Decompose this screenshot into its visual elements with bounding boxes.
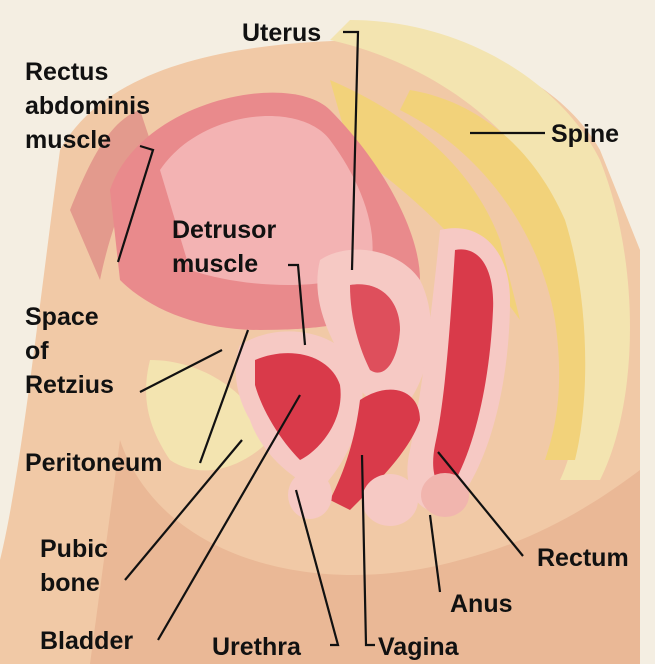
label-rectus-abdominis-muscle: Rectus abdominis muscle [25, 55, 150, 157]
urethral-bulge [288, 471, 332, 519]
label-pubic-bone: Pubic bone [40, 532, 108, 600]
label-vagina: Vagina [378, 630, 459, 664]
label-spine: Spine [551, 117, 619, 151]
label-peritoneum: Peritoneum [25, 446, 163, 480]
label-space-of-retzius: Space of Retzius [25, 300, 114, 402]
label-bladder: Bladder [40, 624, 133, 658]
label-uterus: Uterus [242, 16, 321, 50]
perineum-bulge-1 [362, 474, 418, 526]
label-urethra: Urethra [212, 630, 301, 664]
label-detrusor-muscle: Detrusor muscle [172, 213, 276, 281]
label-rectum: Rectum [537, 541, 629, 575]
label-anus: Anus [450, 587, 513, 621]
